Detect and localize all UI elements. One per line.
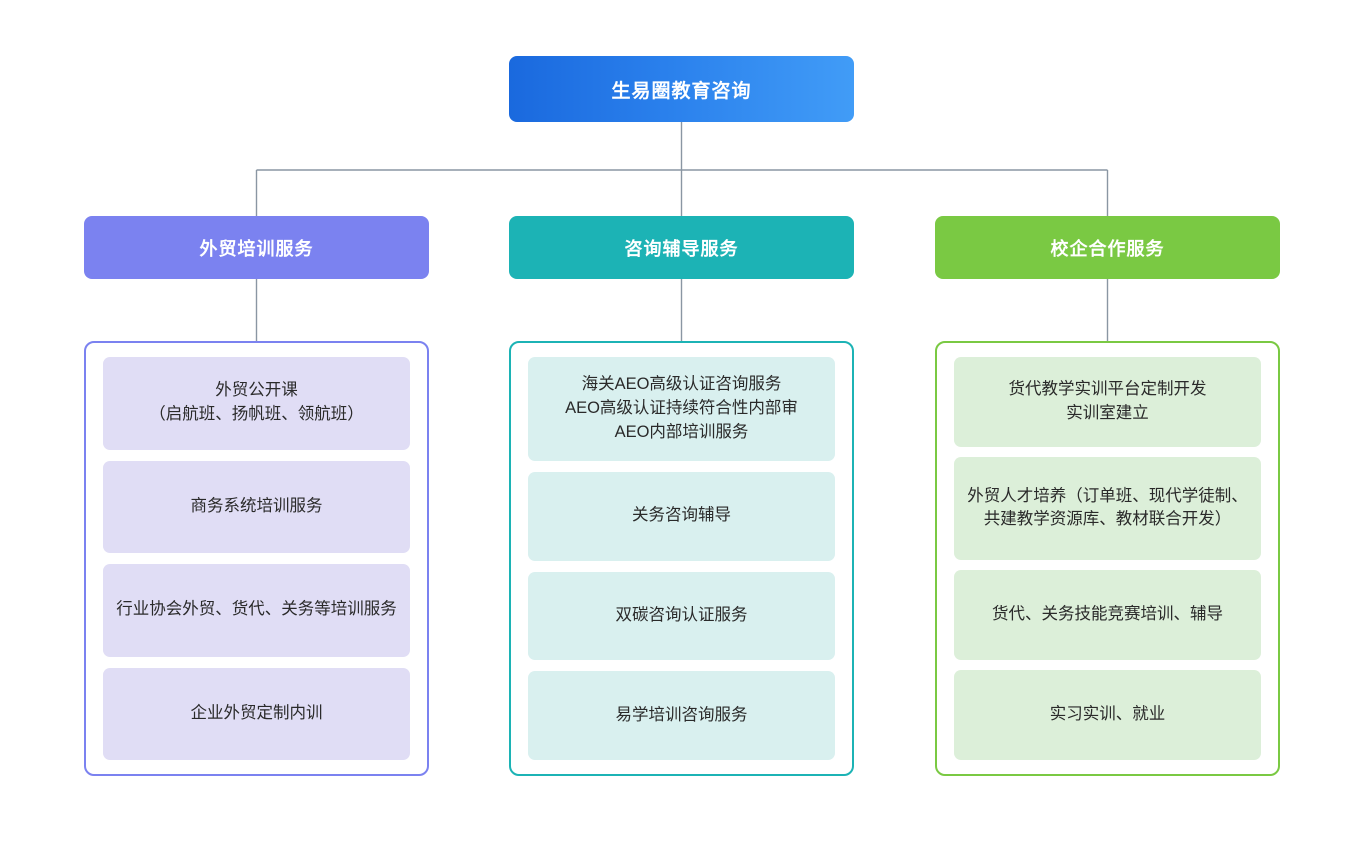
list-item[interactable]: 商务系统培训服务 bbox=[103, 460, 410, 553]
branch-school-enterprise-cooperation: 校企合作服务 货代教学实训平台定制开发 实训室建立 外贸人才培养（订单班、现代学… bbox=[935, 216, 1280, 776]
list-item[interactable]: 易学培训咨询服务 bbox=[528, 671, 835, 760]
category-header-consulting-tutoring[interactable]: 咨询辅导服务 bbox=[509, 216, 854, 279]
list-item[interactable]: 实习实训、就业 bbox=[954, 669, 1261, 760]
category-header-label: 外贸培训服务 bbox=[199, 238, 314, 259]
list-item[interactable]: 双碳咨询认证服务 bbox=[528, 571, 835, 661]
items-panel-consulting-tutoring: 海关AEO高级认证咨询服务 AEO高级认证持续符合性内部审 AEO内部培训服务 … bbox=[509, 341, 854, 776]
list-item[interactable]: 海关AEO高级认证咨询服务 AEO高级认证持续符合性内部审 AEO内部培训服务 bbox=[528, 357, 835, 461]
list-item[interactable]: 外贸公开课 （启航班、扬帆班、领航班） bbox=[103, 357, 410, 450]
list-item[interactable]: 行业协会外贸、货代、关务等培训服务 bbox=[103, 564, 410, 657]
list-item[interactable]: 货代、关务技能竞赛培训、辅导 bbox=[954, 569, 1261, 660]
list-item[interactable]: 企业外贸定制内训 bbox=[103, 667, 410, 760]
category-header-label: 校企合作服务 bbox=[1050, 238, 1165, 259]
category-header-label: 咨询辅导服务 bbox=[624, 238, 739, 259]
items-panel-foreign-trade-training: 外贸公开课 （启航班、扬帆班、领航班） 商务系统培训服务 行业协会外贸、货代、关… bbox=[84, 341, 429, 776]
branch-foreign-trade-training: 外贸培训服务 外贸公开课 （启航班、扬帆班、领航班） 商务系统培训服务 行业协会… bbox=[84, 216, 429, 776]
list-item[interactable]: 外贸人才培养（订单班、现代学徒制、共建教学资源库、教材联合开发） bbox=[954, 457, 1261, 560]
list-item[interactable]: 货代教学实训平台定制开发 实训室建立 bbox=[954, 357, 1261, 448]
list-item[interactable]: 关务咨询辅导 bbox=[528, 471, 835, 561]
root-node-label: 生易圈教育咨询 bbox=[611, 80, 752, 102]
root-node[interactable]: 生易圈教育咨询 bbox=[509, 56, 854, 122]
category-header-school-enterprise-cooperation[interactable]: 校企合作服务 bbox=[935, 216, 1280, 279]
category-header-foreign-trade-training[interactable]: 外贸培训服务 bbox=[84, 216, 429, 279]
branch-consulting-tutoring: 咨询辅导服务 海关AEO高级认证咨询服务 AEO高级认证持续符合性内部审 AEO… bbox=[509, 216, 854, 776]
items-panel-school-enterprise-cooperation: 货代教学实训平台定制开发 实训室建立 外贸人才培养（订单班、现代学徒制、共建教学… bbox=[935, 341, 1280, 776]
